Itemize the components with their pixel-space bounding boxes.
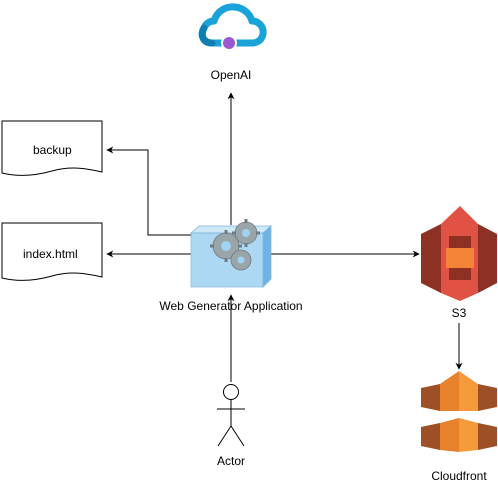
index-document-shape (1, 222, 103, 281)
openai-label: OpenAI (210, 68, 252, 82)
connectors (106, 92, 463, 382)
backup-label: backup (33, 143, 72, 157)
actor-label: Actor (216, 454, 246, 468)
stick-figure-icon (217, 384, 245, 447)
aws-s3-bucket-icon (421, 206, 497, 301)
s3-label: S3 (451, 306, 467, 320)
gears-cube-icon (189, 219, 273, 288)
cloudfront-label: Cloudfront (431, 469, 487, 483)
openai-cloud-icon (198, 3, 267, 51)
edge-webgen-to-backup (106, 146, 192, 236)
index-html-label: index.html (23, 247, 78, 261)
web-generator-label: Web Generator Application (159, 299, 303, 313)
backup-document-shape (1, 120, 103, 176)
aws-cloudfront-icon (421, 371, 497, 452)
